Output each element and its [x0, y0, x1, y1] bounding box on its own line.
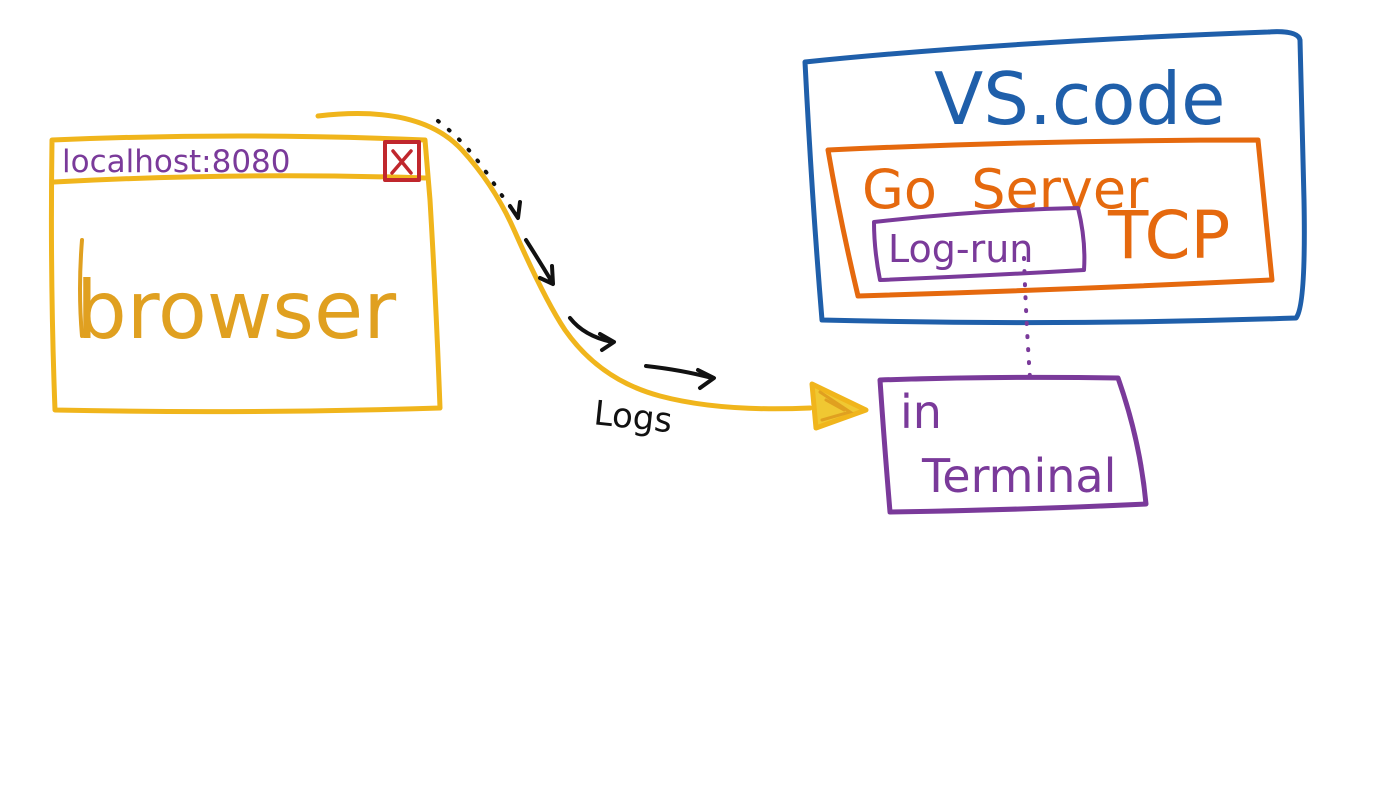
close-icon-box: [383, 140, 421, 182]
flow-arrow-2: [524, 238, 555, 286]
flow-arrow-4: [644, 364, 716, 390]
browser-content-stroke: [78, 238, 84, 338]
vscode-window: VS.code Go Server TCP Log-run: [802, 29, 1307, 326]
vscode-title: VS.code: [934, 57, 1225, 141]
browser-titlebar-divider: [51, 173, 428, 185]
go-server-frame: [825, 137, 1275, 299]
terminal-line-2: Terminal: [921, 449, 1116, 503]
browser-window: localhost:8080 browser: [48, 133, 443, 415]
log-run-label: Log-run: [888, 227, 1033, 271]
terminal-frame: [877, 374, 1149, 515]
browser-url[interactable]: localhost:8080: [62, 144, 291, 180]
flow-arrow-3: [568, 316, 616, 352]
protocol-label: TCP: [1107, 197, 1230, 274]
terminal: in Terminal: [877, 374, 1149, 515]
vscode-frame: [802, 29, 1307, 326]
log-flow-curve: [315, 111, 813, 412]
log-flow: Logs: [315, 111, 869, 441]
close-icon[interactable]: [383, 140, 421, 182]
terminal-line-1: in: [900, 385, 942, 439]
browser-frame: [48, 133, 443, 415]
close-icon-cross: [390, 149, 413, 175]
arrowhead-scribble: [818, 390, 854, 422]
go-server: Go Server TCP Log-run: [825, 137, 1275, 299]
browser-label: browser: [76, 264, 396, 357]
flow-label: Logs: [592, 393, 674, 441]
logrun-terminal-connector: [1022, 256, 1032, 380]
log-run-module: Log-run: [872, 206, 1087, 282]
log-run-frame: [872, 206, 1087, 282]
flow-arrow-1: [508, 200, 522, 220]
